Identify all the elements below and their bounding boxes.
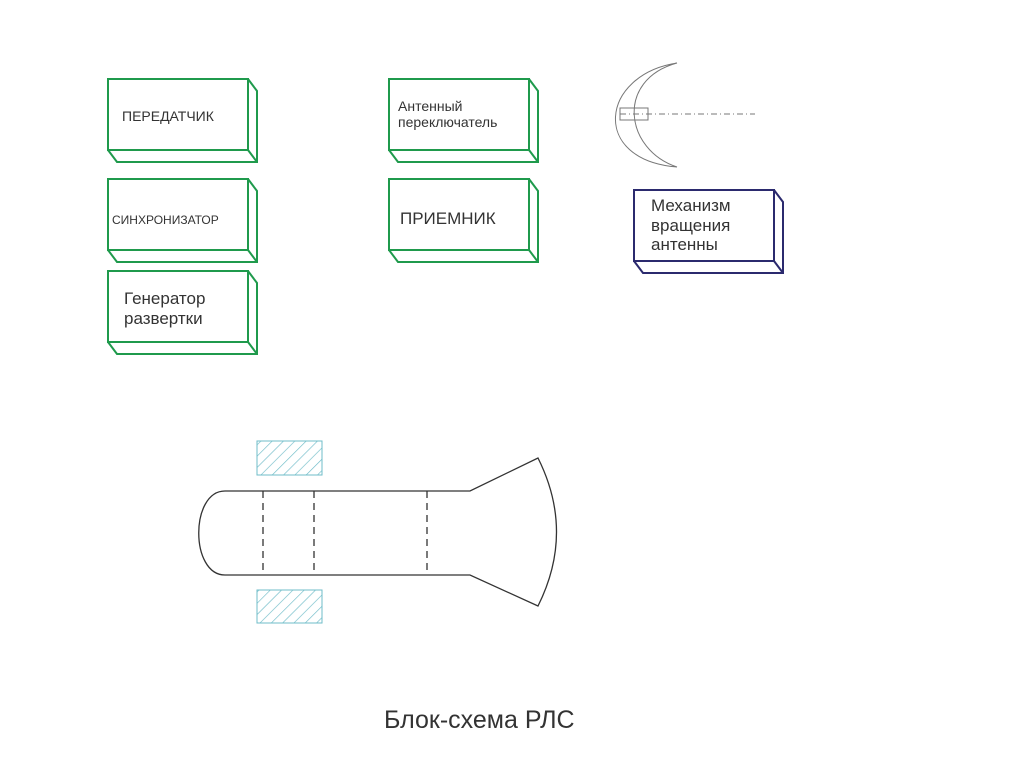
crt-tube-icon [198, 457, 558, 607]
sweep-generator-label: Генератор развертки [124, 289, 206, 328]
synchronizer-block [107, 178, 258, 263]
antenna-rotation-block [633, 189, 784, 274]
synchronizer-label: СИНХРОНИЗАТОР [112, 213, 219, 227]
antenna-rotation-label: Механизм вращения антенны [651, 196, 731, 255]
deflection-coil-bottom [256, 589, 323, 624]
deflection-coil-top [256, 440, 323, 476]
antenna-switch-label: Антенный переключатель [398, 98, 498, 131]
receiver-label: ПРИЕМНИК [400, 209, 496, 228]
diagram-caption: Блок-схема РЛС [384, 706, 575, 734]
antenna-dish-icon [615, 62, 755, 168]
receiver-block [388, 178, 539, 263]
transmitter-label: ПЕРЕДАТЧИК [122, 108, 214, 124]
transmitter-block [107, 78, 258, 163]
sweep-generator-block [107, 270, 258, 355]
antenna-switch-block [388, 78, 539, 163]
